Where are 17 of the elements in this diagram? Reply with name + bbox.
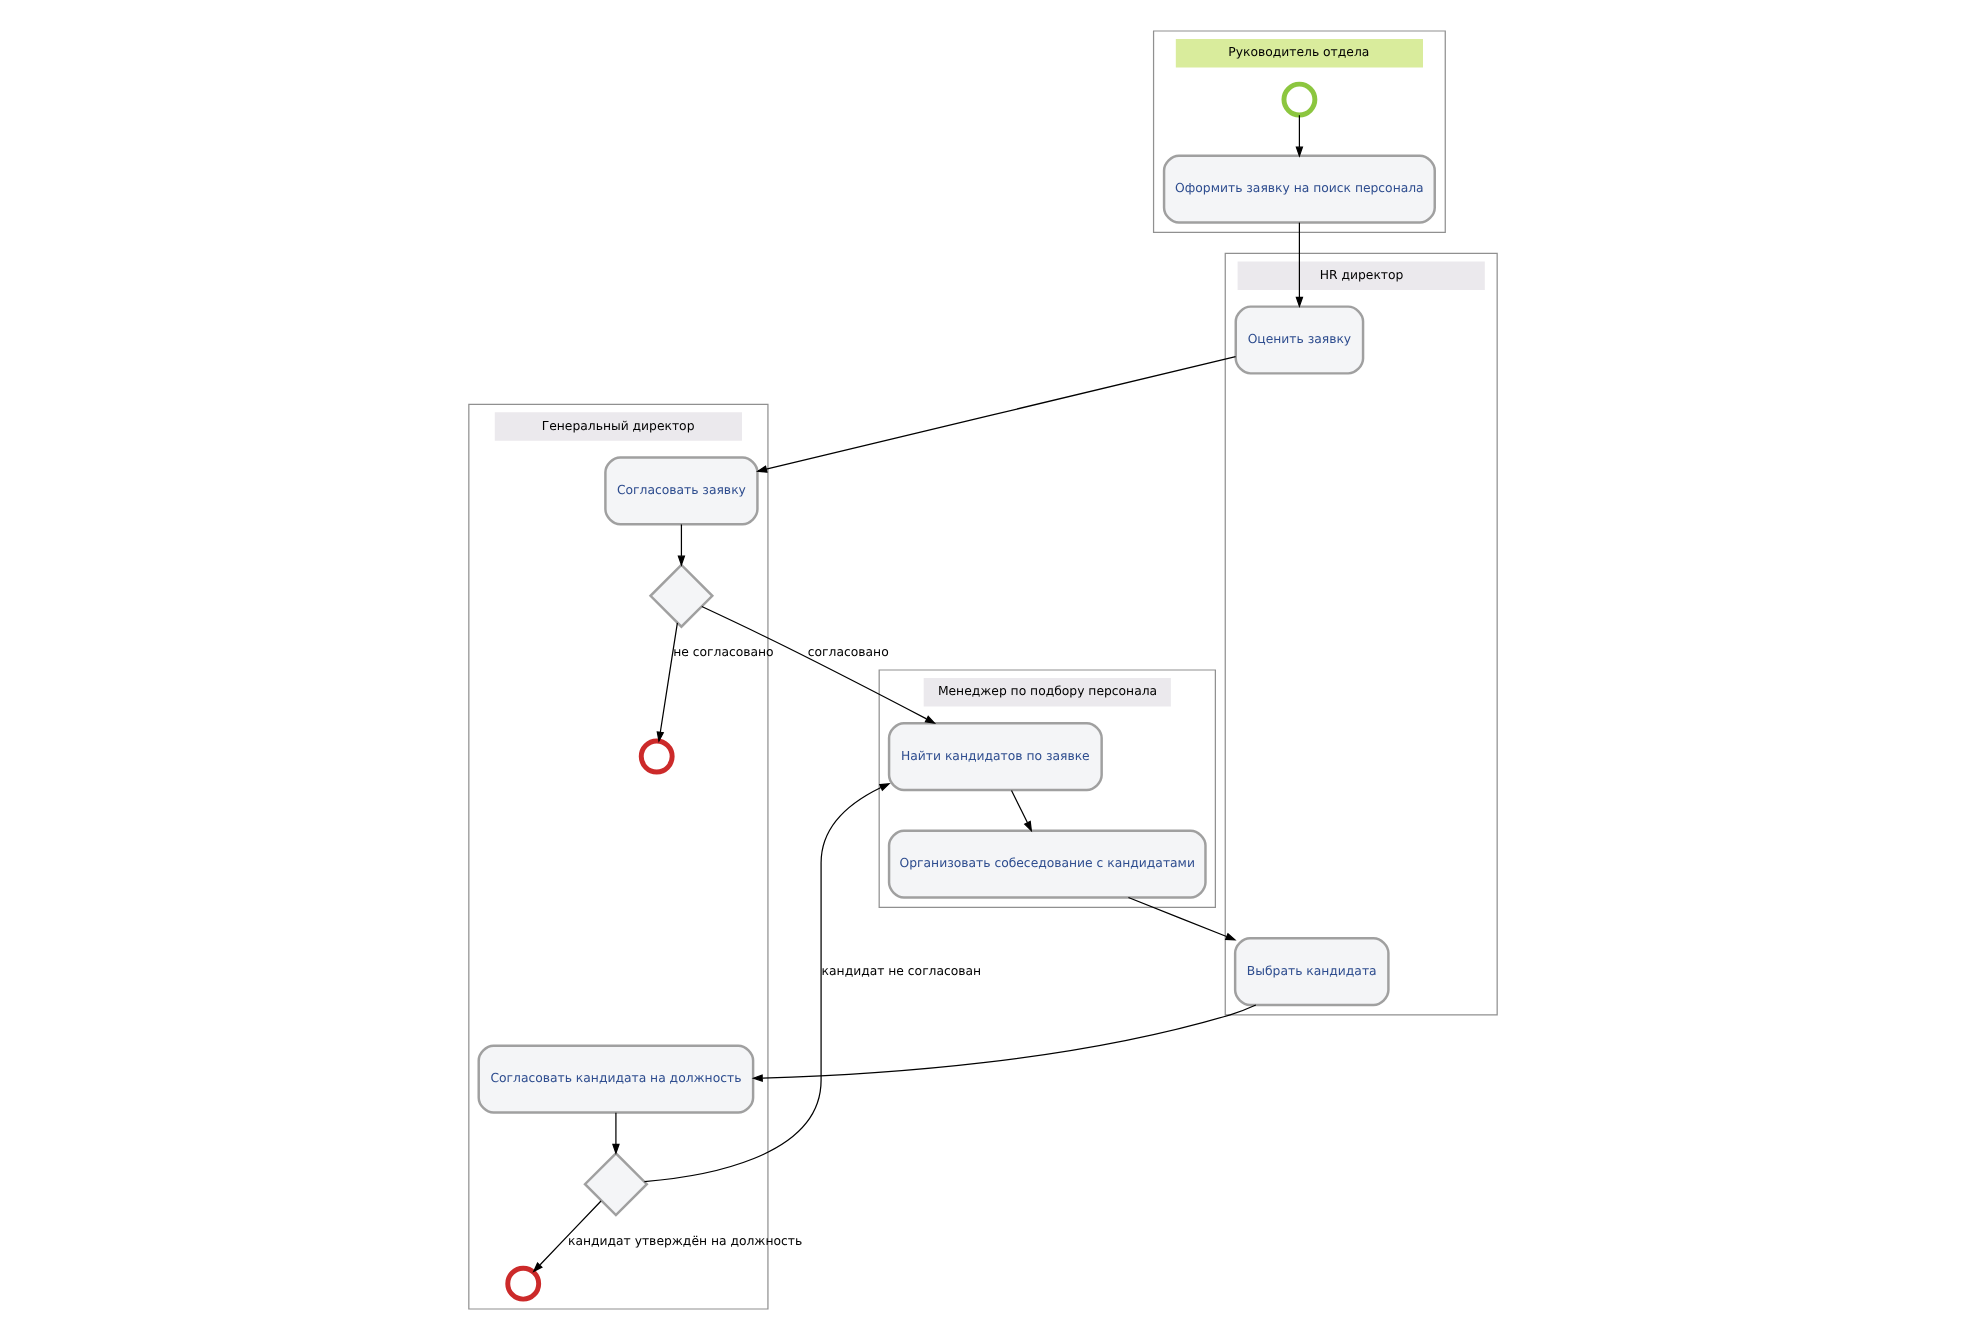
arrow [611, 1112, 619, 1155]
arrow [1294, 222, 1303, 308]
arrow [750, 1004, 1256, 1082]
arrow [531, 1200, 601, 1273]
arrow [676, 523, 685, 567]
arrow [755, 355, 1236, 473]
arrow [700, 605, 936, 724]
arrow [1126, 896, 1236, 941]
arrow [1009, 789, 1032, 833]
arrow [642, 783, 890, 1183]
arrow [655, 622, 677, 743]
node-circle [637, 738, 674, 775]
arrow [1294, 114, 1303, 158]
node-diamond [647, 563, 714, 629]
node-circle [504, 1265, 541, 1302]
node-diamond [582, 1151, 648, 1217]
node-circle [1280, 81, 1317, 118]
